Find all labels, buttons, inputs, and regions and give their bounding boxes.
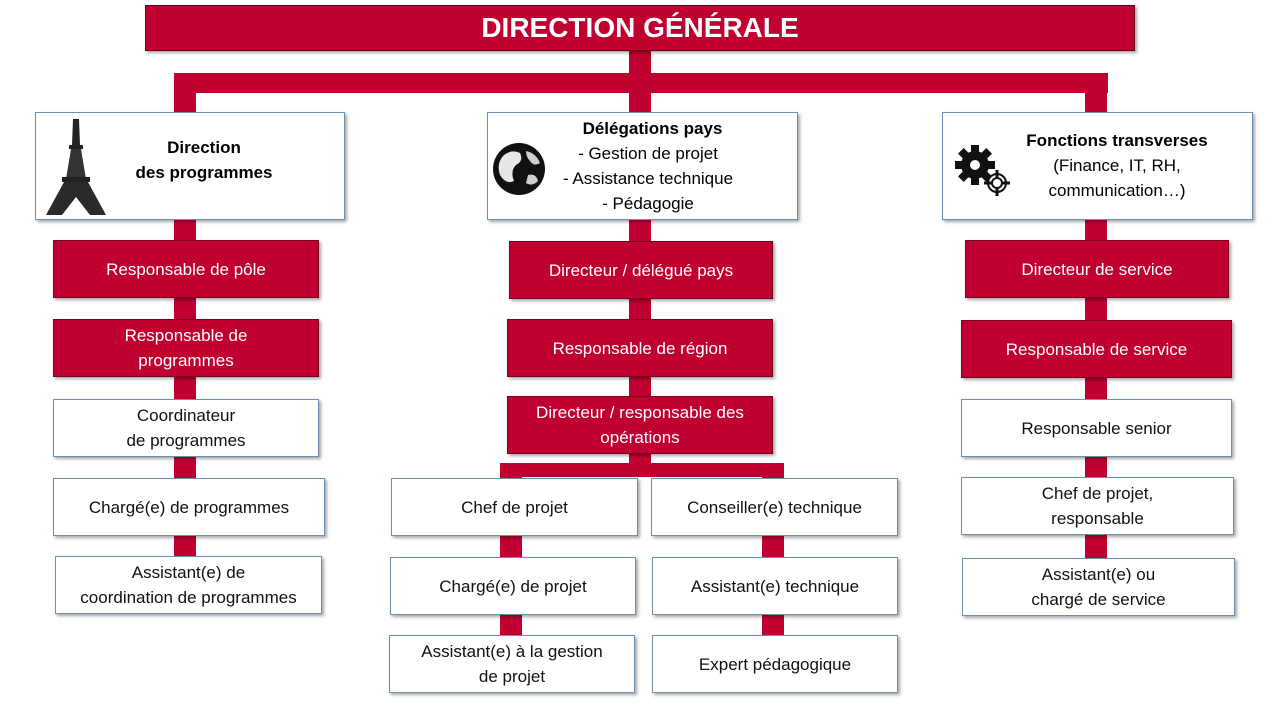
role-box: Chargé(e) de programmes [53,478,325,536]
delegations-pays-details: - Gestion de projet - Assistance techniq… [562,144,734,213]
role-box: Directeur / délégué pays [509,241,773,299]
role-box: Responsable de programmes [53,319,319,377]
connector [174,215,196,560]
fonctions-transverses-title: Fonctions transverses [1026,131,1208,150]
delegations-pays-title: Délégations pays [582,119,723,138]
role-box: Expert pédagogique [652,635,898,693]
role-box: Responsable de région [507,319,773,377]
role-box: Directeur / responsable des opérations [507,396,773,454]
role-box: Assistant(e) de coordination de programm… [55,556,322,614]
direction-programmes-title: Direction des programmes [135,138,273,182]
role-box: Coordinateur de programmes [53,399,319,457]
role-box: Responsable de pôle [53,240,319,298]
eiffel-tower-icon [46,119,106,215]
role-box: Responsable senior [961,399,1232,457]
role-box: Conseiller(e) technique [651,478,898,536]
role-box: Assistant(e) ou chargé de service [962,558,1235,616]
role-box: Chef de projet [391,478,638,536]
connector [1085,215,1107,560]
fonctions-transverses-box: Fonctions transverses (Finance, IT, RH, … [942,112,1253,220]
connector [1085,73,1107,115]
connector [174,73,196,115]
role-box: Chef de projet, responsable [961,477,1234,535]
connector [629,51,651,76]
role-box: Assistant(e) technique [652,557,898,615]
role-box: Directeur de service [965,240,1229,298]
role-box: Assistant(e) à la gestion de projet [389,635,635,693]
fonctions-transverses-details: (Finance, IT, RH, communication…) [1048,156,1186,200]
direction-generale-header: DIRECTION GÉNÉRALE [145,5,1135,51]
direction-programmes-box: Direction des programmes [35,112,345,220]
connector [500,463,784,477]
gears-icon [955,145,1010,196]
delegations-pays-box: Délégations pays - Gestion de projet - A… [487,112,798,220]
role-box: Responsable de service [961,320,1232,378]
connector [629,73,651,115]
role-box: Chargé(e) de projet [390,557,636,615]
globe-icon [493,143,545,195]
